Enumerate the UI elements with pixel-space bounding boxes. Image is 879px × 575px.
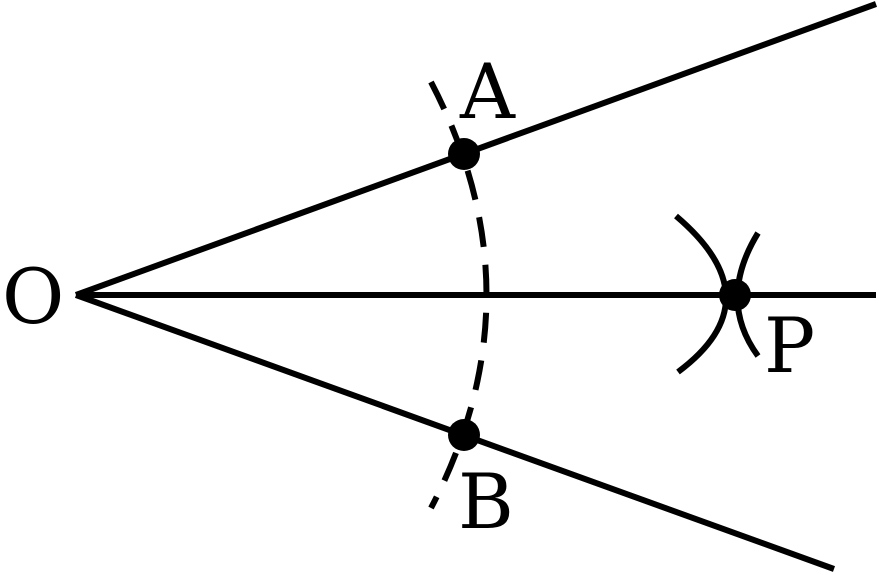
label-p: P xyxy=(764,301,815,390)
label-o: O xyxy=(2,252,64,341)
point-b-dot xyxy=(448,419,480,451)
label-b: B xyxy=(458,457,514,546)
point-p-dot xyxy=(719,279,751,311)
label-a: A xyxy=(459,47,516,136)
point-a-dot xyxy=(448,138,480,170)
